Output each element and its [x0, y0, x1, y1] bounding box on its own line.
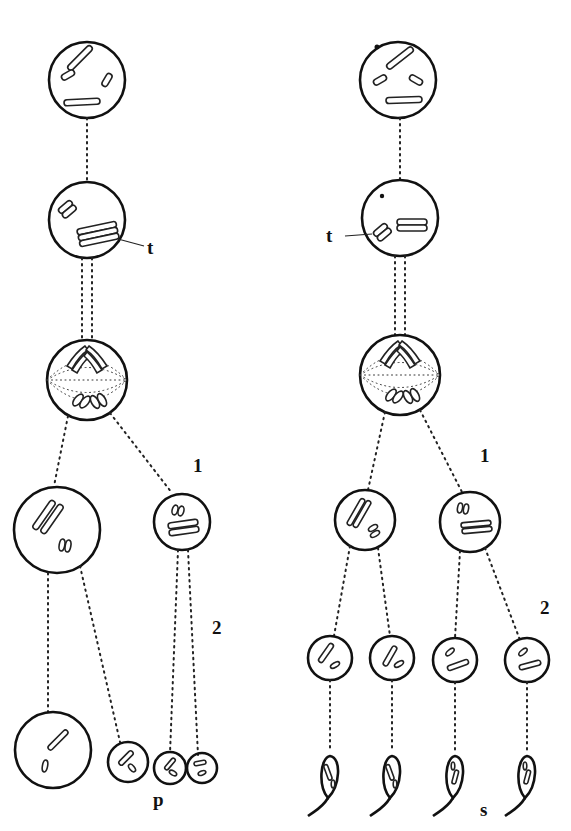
- figure-label: 2: [212, 618, 222, 637]
- figure-label: s: [480, 800, 487, 819]
- figure-label: t: [326, 226, 332, 245]
- figure-label: p: [153, 790, 164, 809]
- figure-label: t: [147, 238, 153, 257]
- figure-label: 2: [540, 598, 550, 617]
- figure-label: 1: [193, 456, 203, 475]
- figure-label: 1: [480, 446, 490, 465]
